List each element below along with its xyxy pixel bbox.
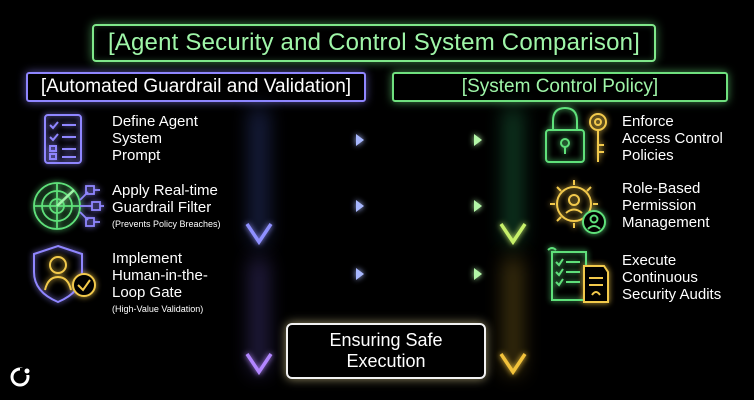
right-step-3-line-2: Continuous xyxy=(622,269,698,286)
right-step-1-line-1: Enforce xyxy=(622,113,674,130)
left-step-3-line-3: Loop Gate xyxy=(112,284,183,301)
brand-logo-icon xyxy=(10,367,30,387)
right-column-header: [System Control Policy] xyxy=(392,72,728,102)
horizontal-arrow-right-1 xyxy=(414,134,482,146)
left-step-1-line-1: Define Agent xyxy=(112,113,198,130)
left-step-2-subtext: (Prevents Policy Breaches) xyxy=(112,219,221,229)
horizontal-arrow-left-3 xyxy=(294,268,364,280)
safe-execution-line-2: Execution xyxy=(346,351,426,371)
left-step-1-line-2: System xyxy=(112,130,163,147)
left-step-3-subtext: (High-Value Validation) xyxy=(112,304,204,314)
diagram-title: [Agent Security and Control System Compa… xyxy=(92,24,656,62)
radar-network-icon xyxy=(33,182,104,230)
left-step-2-line-1: Apply Real-time xyxy=(112,182,218,199)
safe-execution-box: Ensuring Safe Execution xyxy=(286,323,486,379)
left-step-2: Apply Real-time Guardrail Filter (Preven… xyxy=(112,182,252,230)
left-step-3-line-1: Implement xyxy=(112,250,183,267)
left-column-header: [Automated Guardrail and Validation] xyxy=(26,72,366,102)
left-step-3: Implement Human-in-the- Loop Gate (High-… xyxy=(112,250,252,315)
padlock-key-icon xyxy=(545,106,607,163)
horizontal-arrow-left-2 xyxy=(294,200,364,212)
horizontal-arrow-right-3 xyxy=(414,268,482,280)
horizontal-arrow-right-2 xyxy=(414,200,482,212)
checklist-scroll-icon xyxy=(547,247,609,303)
right-step-1: Enforce Access Control Policies xyxy=(622,113,752,164)
right-step-2-line-3: Management xyxy=(622,214,710,231)
left-step-1: Define Agent System Prompt xyxy=(112,113,252,164)
right-step-2-line-2: Permission xyxy=(622,197,697,214)
right-step-3-line-3: Security Audits xyxy=(622,286,722,303)
right-column-header-text: [System Control Policy] xyxy=(461,76,659,97)
horizontal-arrow-left-1 xyxy=(294,134,364,146)
right-flow-arrow-top xyxy=(499,108,527,246)
left-step-2-line-2: Guardrail Filter xyxy=(112,199,212,216)
checklist-document-icon xyxy=(44,114,82,164)
left-step-1-line-3: Prompt xyxy=(112,147,161,164)
left-flow-arrow-top xyxy=(245,108,273,246)
left-column-header-text: [Automated Guardrail and Validation] xyxy=(40,76,352,97)
right-step-2: Role-Based Permission Management xyxy=(622,180,752,231)
right-flow-arrow-bottom xyxy=(499,258,527,376)
right-step-1-line-3: Policies xyxy=(622,147,674,164)
right-step-2-line-1: Role-Based xyxy=(622,180,701,197)
left-flow-arrow-bottom xyxy=(245,258,273,376)
gear-user-icon xyxy=(550,180,606,234)
shield-user-check-icon xyxy=(33,244,96,304)
right-step-3-line-1: Execute xyxy=(622,252,677,269)
left-step-3-line-2: Human-in-the- xyxy=(112,267,208,284)
diagram-title-text: [Agent Security and Control System Compa… xyxy=(107,29,641,56)
right-step-1-line-2: Access Control xyxy=(622,130,723,147)
safe-execution-line-1: Ensuring Safe xyxy=(329,330,443,350)
right-step-3: Execute Continuous Security Audits xyxy=(622,252,752,303)
